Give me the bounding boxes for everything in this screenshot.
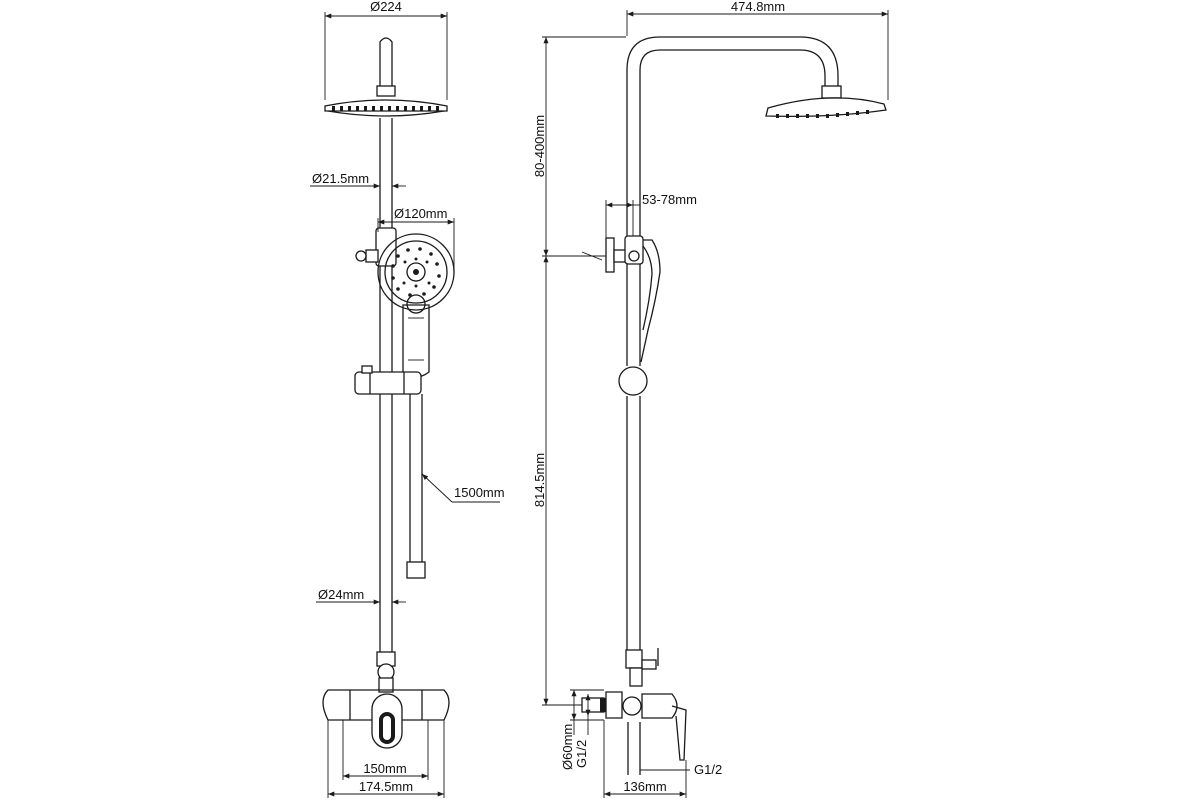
dim-pipe-bottom-diameter-label: Ø24mm — [318, 587, 364, 602]
dim-hose-length-label: 1500mm — [454, 485, 505, 500]
dim-bracket-offset-label: 53-78mm — [642, 192, 697, 207]
dim-arm-reach — [626, 10, 889, 100]
side-riser-and-arm — [626, 36, 839, 775]
dim-eccentric-and-thread — [570, 689, 604, 735]
dim-mixer-center — [342, 720, 429, 780]
side-view: 474.8mm 80-400mm 814.5mm 53-78mm — [532, 0, 889, 798]
dim-head-diameter-label: Ø224 — [370, 0, 402, 14]
side-mixer — [581, 691, 687, 761]
dim-mixer-center-label: 150mm — [363, 761, 406, 776]
front-wall-bracket — [355, 227, 397, 267]
side-wall-bracket — [578, 235, 644, 273]
dim-wall-offset — [603, 720, 687, 798]
front-diverter — [376, 651, 396, 693]
dim-mixer-width-label: 174.5mm — [359, 779, 413, 794]
side-overhead-shower-head — [765, 85, 887, 118]
dim-wall-offset-label: 136mm — [623, 779, 666, 794]
dim-height-adjust-label: 80-400mm — [532, 115, 547, 177]
dim-head-diameter — [324, 12, 448, 100]
dim-vertical-heights — [542, 36, 626, 706]
front-slider — [354, 365, 422, 395]
front-hose — [406, 394, 426, 579]
dim-thread-right-label: G1/2 — [694, 762, 722, 777]
dim-hand-shower-diameter-label: Ø120mm — [394, 206, 447, 221]
side-diverter — [625, 648, 659, 687]
dim-arm-reach-label: 474.8mm — [731, 0, 785, 14]
front-overhead-shower-head — [324, 37, 448, 117]
dim-hand-shower-diameter — [377, 218, 455, 272]
side-slider — [618, 366, 648, 396]
front-view: Ø224 Ø21.5mm Ø120mm 1500mm Ø24mm — [310, 0, 505, 798]
dim-eccentric-diameter-label: Ø60mm — [560, 724, 575, 770]
dim-pipe-top-diameter-label: Ø21.5mm — [312, 171, 369, 186]
dim-bracket-offset — [605, 200, 640, 240]
front-mixer — [322, 689, 450, 749]
dim-riser-height-label: 814.5mm — [532, 453, 547, 507]
dim-hose-length — [421, 473, 500, 503]
dim-thread-left-label: G1/2 — [574, 740, 589, 768]
front-hand-shower — [377, 233, 455, 378]
side-hand-shower — [640, 239, 661, 363]
dim-mixer-width — [327, 720, 445, 798]
